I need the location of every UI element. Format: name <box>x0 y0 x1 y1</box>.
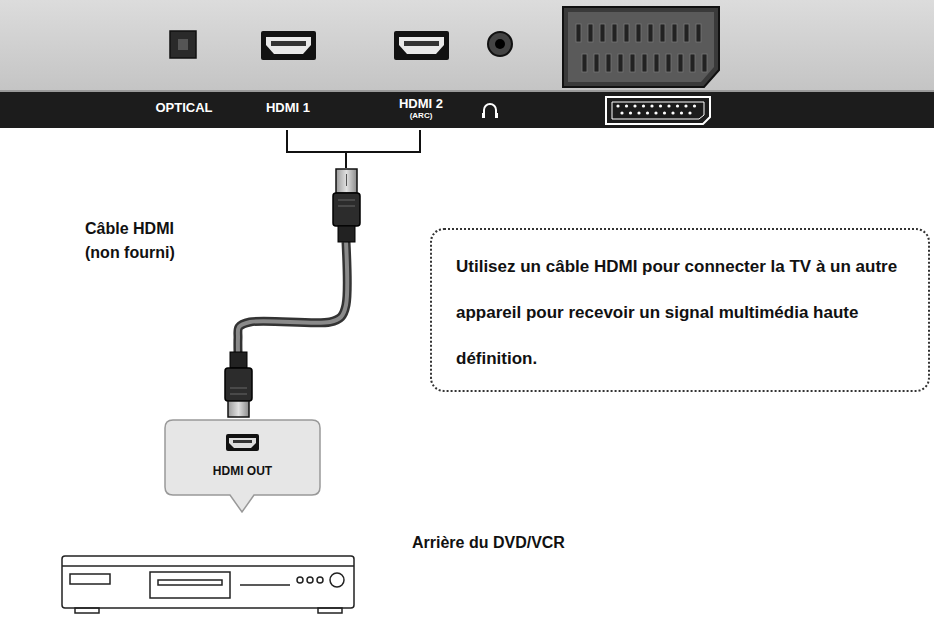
port-sublabel: (ARC) <box>410 112 433 121</box>
hdmi-plug <box>225 352 252 417</box>
port-label-band: OPTICAL HDMI 1 HDMI 2(ARC) <box>0 92 934 128</box>
port-label: HDMI 1 <box>266 101 310 115</box>
bracket <box>287 130 420 168</box>
note-text: Utilisez un câble HDMI pour connecter la… <box>456 244 908 382</box>
port-label: HDMI 2 <box>399 97 443 111</box>
hdmi-port <box>394 31 449 60</box>
scart-symbol <box>606 97 710 124</box>
cable-label: Câble HDMI (non fourni) <box>85 217 210 265</box>
device-label: Arrière du DVD/VCR <box>412 533 565 553</box>
port-label: HDMI OUT <box>213 465 272 478</box>
port-label: OPTICAL <box>155 101 212 115</box>
headphone-symbol <box>484 104 496 117</box>
callout-shape <box>165 420 320 512</box>
scart-port <box>563 7 719 87</box>
callout-box: HDMI OUT <box>165 420 320 495</box>
hdmi-cable <box>238 242 347 352</box>
optical-port <box>170 31 196 58</box>
headphone-jack <box>488 32 512 56</box>
label-band <box>0 92 934 128</box>
note-box: Utilisez un câble HDMI pour connecter la… <box>430 228 930 392</box>
dvd-player <box>62 556 354 613</box>
hdmi-port <box>261 31 316 60</box>
hdmi-plug <box>333 169 360 242</box>
tv-panel <box>0 0 934 92</box>
hdmi-out-port <box>226 434 259 451</box>
